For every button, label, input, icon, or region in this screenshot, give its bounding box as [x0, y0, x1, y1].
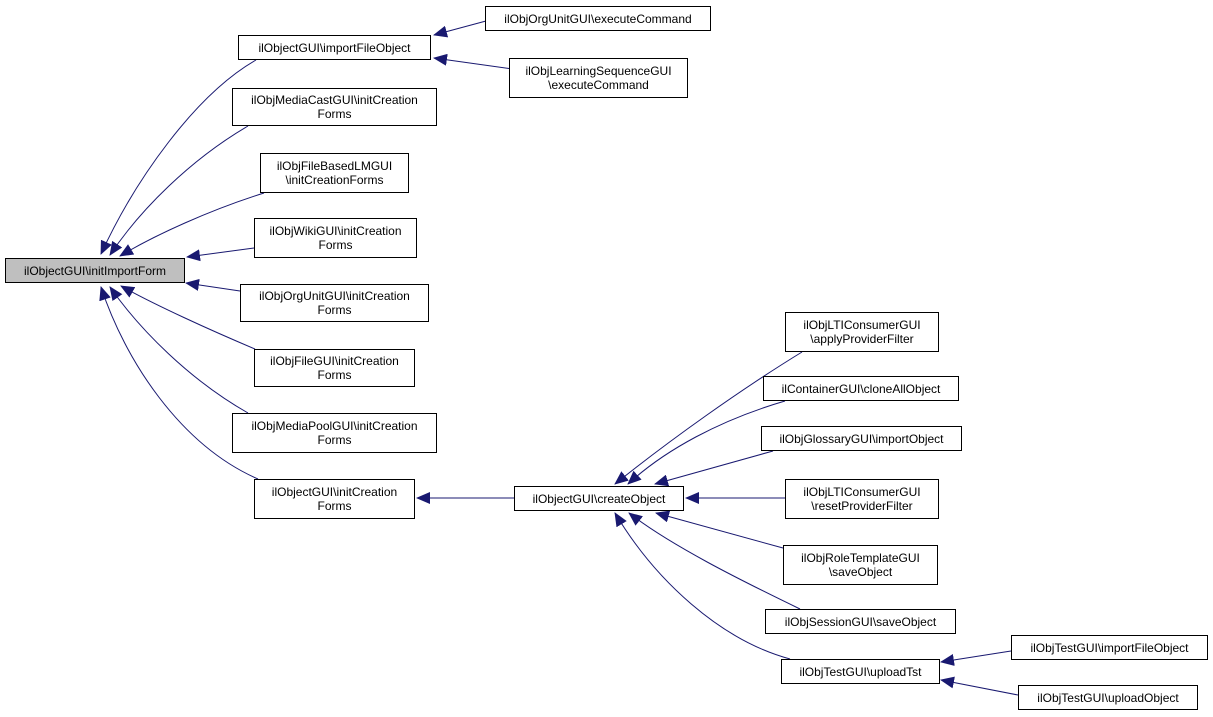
- edge-fileInit-to-root: [120, 285, 256, 350]
- node-importFileObject[interactable]: ilObjectGUI\importFileObject: [238, 35, 431, 60]
- edge-wikiInit-to-root: [186, 247, 255, 262]
- node-ltiReset[interactable]: ilObjLTIConsumerGUI \resetProviderFilter: [785, 479, 939, 519]
- edge-ltiApply-to-createObject: [614, 351, 803, 485]
- node-testUpload[interactable]: ilObjTestGUI\uploadObject: [1018, 685, 1198, 710]
- edge-mediaPoolInit-to-root: [109, 286, 249, 414]
- node-ltiApply[interactable]: ilObjLTIConsumerGUI \applyProviderFilter: [785, 312, 939, 352]
- edge-orgUnitInit-to-root: [185, 278, 241, 292]
- node-orgUnitExec[interactable]: ilObjOrgUnitGUI\executeCommand: [485, 6, 711, 31]
- node-mediaCastInit[interactable]: ilObjMediaCastGUI\initCreation Forms: [232, 88, 437, 126]
- edge-mediaCastInit-to-root: [109, 125, 249, 256]
- node-orgUnitInit[interactable]: ilObjOrgUnitGUI\initCreation Forms: [240, 284, 429, 322]
- edge-testImportFile-to-uploadTst: [940, 650, 1012, 666]
- edge-sessionSave-to-createObject: [628, 512, 801, 610]
- edge-objectInit-to-root: [99, 286, 259, 480]
- node-fileBasedLMInit[interactable]: ilObjFileBasedLMGUI \initCreationForms: [260, 153, 409, 193]
- edge-uploadTst-to-createObject: [614, 512, 791, 660]
- edge-fileBasedLMInit-to-root: [119, 192, 265, 257]
- edge-importFileObject-to-root: [100, 59, 257, 255]
- node-testImportFile[interactable]: ilObjTestGUI\importFileObject: [1011, 635, 1208, 660]
- node-wikiInit[interactable]: ilObjWikiGUI\initCreation Forms: [254, 218, 417, 258]
- node-objectInit[interactable]: ilObjectGUI\initCreation Forms: [254, 479, 415, 519]
- node-mediaPoolInit[interactable]: ilObjMediaPoolGUI\initCreation Forms: [232, 413, 437, 453]
- edge-lsExec-to-importFileObject: [433, 53, 521, 71]
- node-createObject[interactable]: ilObjectGUI\createObject: [514, 486, 684, 511]
- edge-roleTemplateSave-to-createObject: [655, 510, 784, 549]
- node-glossaryImport[interactable]: ilObjGlossaryGUI\importObject: [761, 426, 962, 451]
- node-fileInit[interactable]: ilObjFileGUI\initCreation Forms: [254, 349, 415, 387]
- edge-testUpload-to-uploadTst: [940, 676, 1019, 696]
- node-lsExec[interactable]: ilObjLearningSequenceGUI \executeCommand: [509, 58, 688, 98]
- edge-orgUnitExec-to-importFileObject: [433, 20, 487, 38]
- edge-glossaryImport-to-createObject: [654, 450, 774, 487]
- edge-containerClone-to-createObject: [627, 400, 786, 485]
- node-sessionSave[interactable]: ilObjSessionGUI\saveObject: [765, 609, 956, 634]
- node-roleTemplateSave[interactable]: ilObjRoleTemplateGUI \saveObject: [783, 545, 938, 585]
- node-uploadTst[interactable]: ilObjTestGUI\uploadTst: [781, 659, 940, 684]
- node-containerClone[interactable]: ilContainerGUI\cloneAllObject: [763, 376, 959, 401]
- node-root: ilObjectGUI\initImportForm: [5, 258, 185, 283]
